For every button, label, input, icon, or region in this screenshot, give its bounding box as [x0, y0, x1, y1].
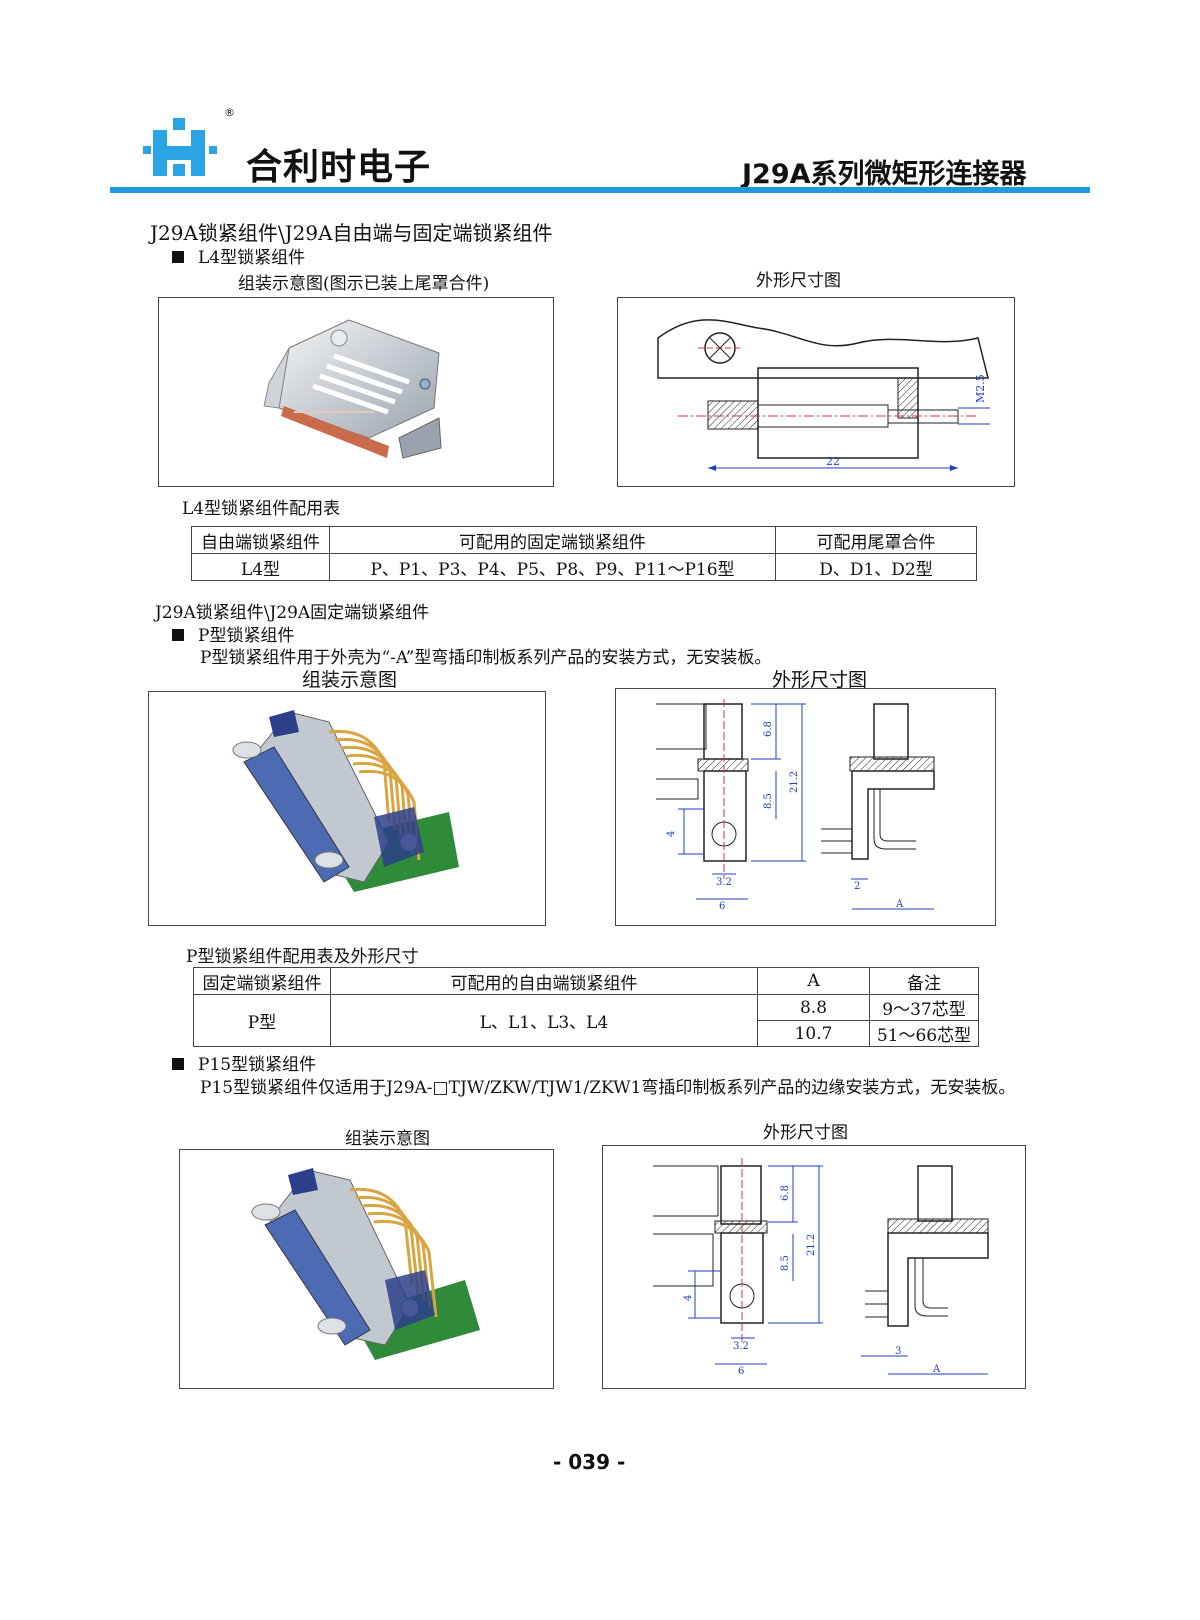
dim-3-label: 3	[895, 1346, 901, 1357]
section1-table-caption: L4型锁紧组件配用表	[182, 499, 341, 519]
table-header-row: 自由端锁紧组件 可配用的固定端锁紧组件 可配用尾罩合件	[191, 526, 977, 554]
section3-assembly-caption: 组装示意图	[345, 1129, 430, 1149]
table-header-cell: 可配用的自由端锁紧组件	[330, 967, 758, 995]
p15-dimension-drawing: 6.8 8.5 21.2 4 3.2 6 3 A	[653, 1158, 989, 1377]
dim-212-label: 21.2	[789, 771, 800, 793]
bullet-icon	[172, 250, 184, 263]
dim-212-label: 21.2	[806, 1234, 817, 1256]
item-title-text: L4型锁紧组件	[198, 248, 306, 268]
dim-4-label: 4	[666, 831, 677, 837]
dim-a-label: A	[895, 899, 904, 910]
registered-mark: ®	[224, 106, 235, 119]
dim-85-label: 8.5	[763, 793, 774, 809]
series-title: J29A系列微矩形连接器	[742, 159, 1027, 190]
dim-68-label: 6.8	[780, 1185, 791, 1201]
section3-item-title: P15型锁紧组件	[172, 1050, 316, 1075]
dim-a-label: A	[932, 1364, 941, 1375]
table-row: L4型 P、P1、P3、P4、P5、P8、P9、P11～P16型 D、D1、D2…	[191, 553, 977, 581]
section1-dimension-caption: 外形尺寸图	[756, 271, 841, 291]
header-rule	[110, 187, 1090, 193]
section1-heading: J29A锁紧组件\J29A自由端与固定端锁紧组件	[150, 221, 553, 245]
table-cell: 10.7	[757, 1020, 870, 1047]
section2-table-caption: P型锁紧组件配用表及外形尺寸	[186, 947, 419, 967]
item-title-text: P型锁紧组件	[198, 626, 295, 646]
table-row: P型 L、L1、L3、L4 8.8 9～37芯型	[193, 994, 979, 1047]
table-cell: 8.8	[757, 994, 870, 1021]
l4-connector-illustration	[263, 319, 442, 459]
l4-compat-table: 自由端锁紧组件 可配用的固定端锁紧组件 可配用尾罩合件 L4型 P、P1、P3、…	[191, 526, 977, 581]
table-header-cell: 可配用尾罩合件	[775, 526, 977, 554]
p-dimension-figure: 6.8 8.5 21.2 4 3.2 6 2 A	[615, 688, 996, 926]
dim-4-label: 4	[683, 1295, 694, 1301]
table-header-cell: 自由端锁紧组件	[191, 526, 330, 554]
table-cell: L、L1、L3、L4	[330, 994, 758, 1047]
p15-connector-illustration	[251, 1168, 480, 1360]
dim-22-label: 22	[826, 455, 840, 468]
table-header-cell: 可配用的固定端锁紧组件	[329, 526, 776, 554]
section3-dimension-caption: 外形尺寸图	[763, 1123, 848, 1143]
company-logo	[143, 112, 231, 184]
table-header-row: 固定端锁紧组件 可配用的自由端锁紧组件 A 备注	[193, 967, 979, 995]
dim-85-label: 8.5	[780, 1255, 791, 1271]
section1-item-title: L4型锁紧组件	[172, 243, 305, 268]
dim-68-label: 6.8	[763, 721, 774, 737]
dim-6-label: 6	[719, 901, 725, 912]
dim-m25-label: M2.5	[974, 374, 987, 403]
table-header-cell: A	[757, 967, 870, 995]
dim-2-label: 2	[854, 881, 860, 892]
section1-assembly-caption: 组装示意图(图示已装上尾罩合件)	[238, 274, 490, 294]
l4-dimension-figure: 22 M2.5	[617, 297, 1015, 487]
section2-heading: J29A锁紧组件\J29A固定端锁紧组件	[155, 603, 430, 623]
p15-assembly-figure	[179, 1149, 554, 1389]
section2-item-desc: P型锁紧组件用于外壳为“-A”型弯插印制板系列产品的安装方式，无安装板。	[200, 648, 772, 668]
table-row: 10.7 51～66芯型	[194, 1020, 979, 1047]
p15-dimension-figure: 6.8 8.5 21.2 4 3.2 6 3 A	[602, 1145, 1026, 1389]
dim-32-label: 3.2	[733, 1341, 749, 1352]
section3-item-desc: P15型锁紧组件仅适用于J29A-□TJW/ZKW/TJW1/ZKW1弯插印制板…	[200, 1078, 1016, 1098]
brand-name: 合利时电子	[246, 147, 432, 188]
table-cell: P型	[193, 994, 331, 1047]
l4-assembly-figure	[158, 297, 554, 487]
p-compat-table: 固定端锁紧组件 可配用的自由端锁紧组件 A 备注 P型 L、L1、L3、L4 8…	[193, 967, 979, 1047]
p-dimension-drawing: 6.8 8.5 21.2 4 3.2 6 2 A	[656, 699, 935, 912]
table-cell: D、D1、D2型	[775, 553, 977, 581]
p-connector-illustration	[232, 710, 459, 892]
table-header-cell: 备注	[869, 967, 979, 995]
bullet-icon	[172, 1057, 184, 1070]
table-cell: L4型	[191, 553, 330, 581]
table-cell: 9～37芯型	[869, 994, 979, 1021]
table-cell: P、P1、P3、P4、P5、P8、P9、P11～P16型	[329, 553, 776, 581]
item-title-text: P15型锁紧组件	[198, 1055, 317, 1075]
table-cell: 51～66芯型	[869, 1020, 979, 1047]
section2-dimension-caption: 外形尺寸图	[772, 669, 868, 691]
l4-dimension-drawing: 22 M2.5	[657, 319, 990, 471]
table-header-cell: 固定端锁紧组件	[193, 967, 331, 995]
page-number: - 039 -	[553, 1450, 626, 1474]
dim-6-label: 6	[738, 1366, 744, 1377]
section2-assembly-caption: 组装示意图	[302, 669, 398, 691]
bullet-icon	[172, 628, 184, 641]
dim-32-label: 3.2	[716, 877, 732, 888]
section2-item-title: P型锁紧组件	[172, 621, 294, 646]
p-assembly-figure	[148, 691, 546, 926]
logo-mark-icon	[143, 118, 217, 176]
